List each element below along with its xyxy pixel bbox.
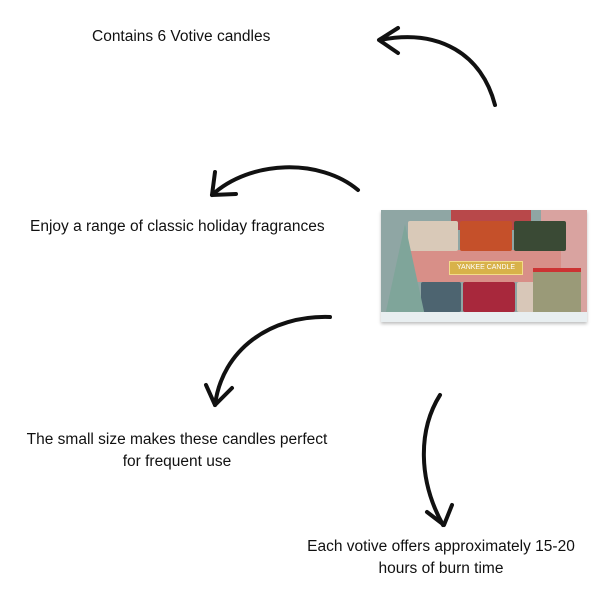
candle-2 bbox=[460, 221, 512, 251]
callout-burn-time-line1: Each votive offers approximately 15-20 bbox=[307, 538, 575, 555]
arrow-to-fragrances bbox=[210, 165, 360, 197]
product-image: YANKEE CANDLE bbox=[381, 210, 587, 322]
arrow-to-burn-time bbox=[421, 393, 454, 527]
callout-contains: Contains 6 Votive candles bbox=[92, 28, 271, 45]
candle-3 bbox=[514, 221, 566, 251]
callout-fragrances: Enjoy a range of classic holiday fragran… bbox=[30, 218, 325, 235]
callout-small-size-line2: for frequent use bbox=[122, 453, 232, 470]
callout-small-size-line1: The small size makes these candles perfe… bbox=[26, 431, 328, 448]
candle-4 bbox=[421, 282, 461, 312]
callout-burn-time: Each votive offers approximately 15-20 h… bbox=[281, 536, 600, 580]
house-right bbox=[533, 268, 581, 316]
arrow-to-small-size bbox=[204, 314, 332, 407]
callout-small-size: The small size makes these candles perfe… bbox=[12, 429, 342, 473]
candle-5 bbox=[463, 282, 515, 312]
christmas-tree bbox=[385, 224, 425, 316]
callout-burn-time-line2: hours of burn time bbox=[378, 560, 504, 577]
snow-ground bbox=[381, 312, 587, 322]
arrow-to-contains bbox=[377, 26, 497, 107]
brand-logo: YANKEE CANDLE bbox=[449, 261, 523, 275]
